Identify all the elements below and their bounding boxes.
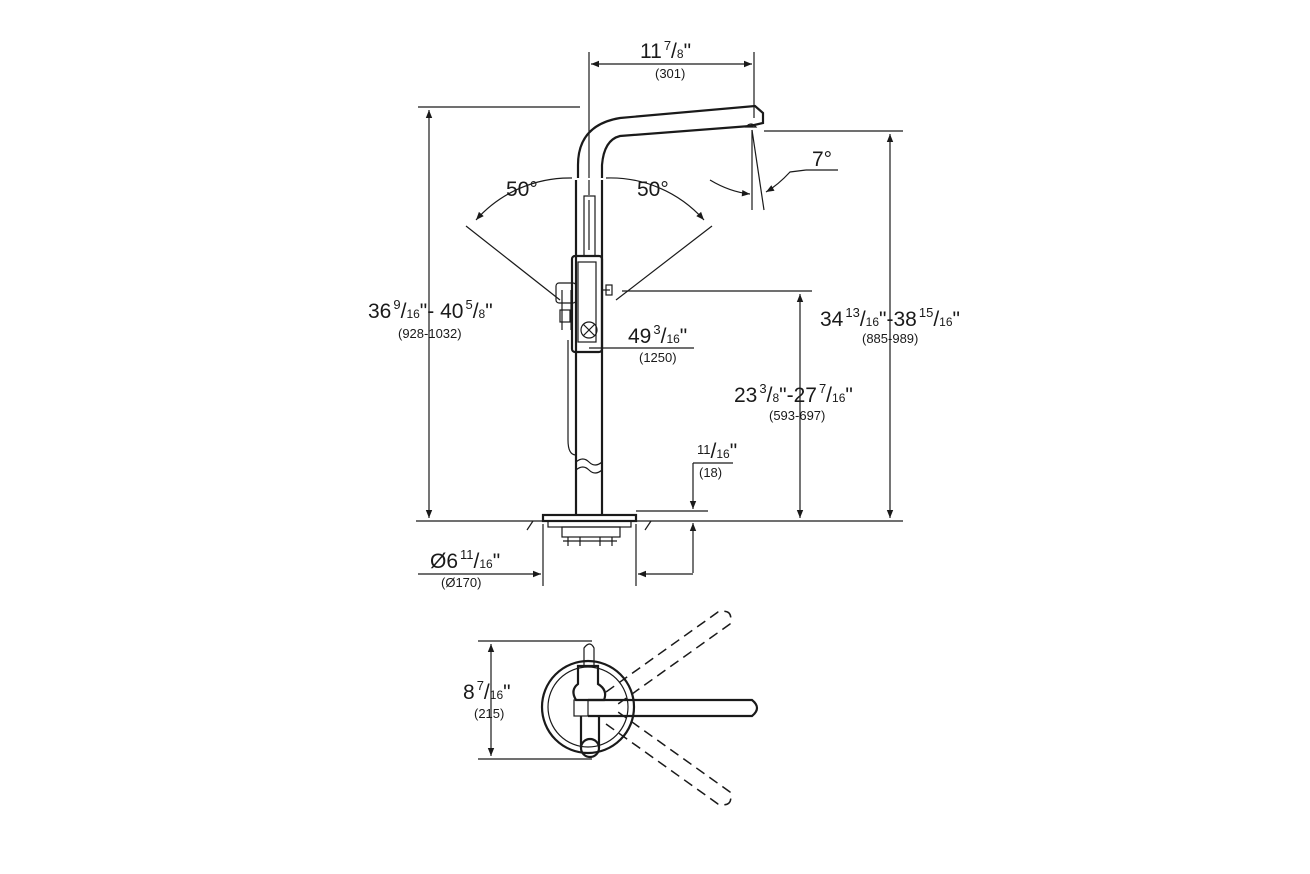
base-plate — [541, 513, 638, 523]
base-diameter-metric: (Ø170) — [441, 575, 481, 590]
floor-gap-metric: (18) — [699, 465, 722, 480]
right-swivel-angle: 50° — [637, 178, 669, 201]
holder-height-metric: (593-697) — [769, 408, 825, 423]
total-height-dimension — [418, 106, 580, 518]
plan-spout — [588, 698, 759, 718]
holder-height-dimension — [622, 290, 812, 518]
spout-height-metric: (885-989) — [862, 331, 918, 346]
plan-width-metric: (215) — [474, 706, 504, 721]
plan-base-outer — [540, 659, 636, 755]
floor-gap-label: 11/16" — [697, 440, 737, 463]
spout-reach-dimension — [588, 52, 755, 178]
mixer-body — [570, 254, 604, 354]
faucet-plan-view — [540, 610, 759, 806]
swivel-angle-lines — [465, 177, 713, 301]
base-diameter-dimension — [418, 524, 693, 586]
spout-reach-metric: (301) — [655, 66, 685, 81]
floor-gap-dimension — [636, 462, 733, 573]
handshower — [567, 340, 577, 456]
left-swivel-angle: 50° — [506, 178, 538, 201]
spout-height-dimension — [764, 130, 903, 518]
spout-tilt-dimension — [709, 129, 838, 211]
spout — [576, 104, 765, 178]
hose-length-metric: (1250) — [639, 350, 677, 365]
plan-width-dimension — [478, 640, 592, 760]
total-height-metric: (928-1032) — [398, 326, 462, 341]
spout-tilt-angle: 7° — [812, 148, 832, 171]
plan-swivel-down — [605, 711, 732, 806]
plan-swivel-up — [605, 610, 732, 705]
cartridge-handle — [580, 321, 598, 339]
